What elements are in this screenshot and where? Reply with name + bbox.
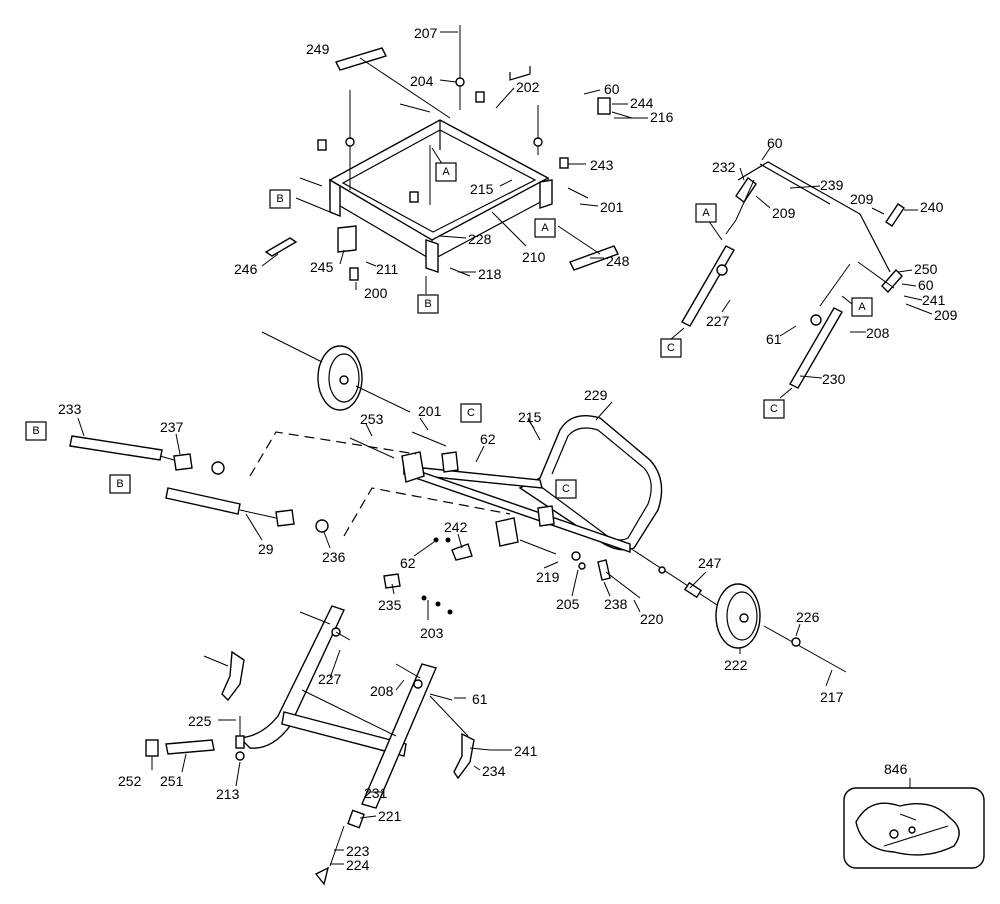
callout-c229: 229 <box>584 387 608 403</box>
callout-c201b: 201 <box>418 403 442 419</box>
callout-c222: 222 <box>724 657 748 673</box>
reference-box-bA1: A <box>435 162 457 182</box>
callout-c217: 217 <box>820 689 844 705</box>
callout-c225: 225 <box>188 713 212 729</box>
reference-box-bB1: B <box>269 189 291 209</box>
callout-c245: 245 <box>310 259 334 275</box>
callout-c219: 219 <box>536 569 560 585</box>
callout-c236: 236 <box>322 549 346 565</box>
callout-c220: 220 <box>640 611 664 627</box>
reference-box-label: B <box>276 193 283 205</box>
reference-box-label: A <box>858 301 866 313</box>
callout-c235: 235 <box>378 597 402 613</box>
callout-c241a: 241 <box>922 292 946 308</box>
reference-box-bC1: C <box>460 403 482 423</box>
callout-c60b: 60 <box>767 135 783 151</box>
reference-box-label: B <box>116 478 123 490</box>
callout-c211: 211 <box>376 261 399 277</box>
reference-box-bA3: A <box>695 203 717 223</box>
callout-c233: 233 <box>58 401 82 417</box>
callout-c203: 203 <box>420 625 444 641</box>
callout-c62a: 62 <box>480 431 496 447</box>
callout-c242: 242 <box>444 519 468 535</box>
reference-box-bA2: A <box>534 218 556 238</box>
callout-c244: 244 <box>630 95 654 111</box>
reference-box-label: C <box>562 483 570 495</box>
callout-c208a: 208 <box>866 325 890 341</box>
callout-c218: 218 <box>478 266 502 282</box>
reference-box-bB3: B <box>25 421 47 441</box>
callout-c232: 232 <box>712 159 736 175</box>
callout-c227b: 227 <box>318 671 342 687</box>
reference-box-bB4: B <box>109 474 131 494</box>
callout-c224: 224 <box>346 857 370 873</box>
callout-c227a: 227 <box>706 313 730 329</box>
callout-c61a: 61 <box>766 331 782 347</box>
callout-c251: 251 <box>160 773 184 789</box>
callout-c204: 204 <box>410 73 434 89</box>
callout-c231: 231 <box>364 785 388 801</box>
callout-c215b: 215 <box>518 409 542 425</box>
callout-c240: 240 <box>920 199 944 215</box>
callout-c241b: 241 <box>514 743 538 759</box>
callout-c846: 846 <box>884 761 908 777</box>
hardware-bag-846 <box>843 778 985 869</box>
callout-c29: 29 <box>258 541 274 557</box>
callout-c223: 223 <box>346 843 370 859</box>
callout-c221: 221 <box>378 808 402 824</box>
reference-box-label: A <box>702 207 710 219</box>
callout-c250: 250 <box>914 261 938 277</box>
callout-c246: 246 <box>234 261 258 277</box>
reference-box-bA4: A <box>851 297 873 317</box>
callout-c209b: 209 <box>850 191 874 207</box>
callout-c60a: 60 <box>604 81 620 97</box>
callout-c60c: 60 <box>918 277 934 293</box>
callout-c253: 253 <box>360 411 384 427</box>
callout-c213: 213 <box>216 786 240 802</box>
callout-c200: 200 <box>364 285 388 301</box>
callout-c215a: 215 <box>470 181 494 197</box>
callout-c249: 249 <box>306 41 330 57</box>
reference-box-label: C <box>467 407 475 419</box>
callout-c239: 239 <box>820 177 844 193</box>
callout-c247: 247 <box>698 555 722 571</box>
reference-box-bC2: C <box>555 479 577 499</box>
reference-boxes: A B A B A C A C B B C C <box>25 162 873 499</box>
callout-c201a: 201 <box>600 199 624 215</box>
callout-c243: 243 <box>590 157 614 173</box>
callout-c252: 252 <box>118 773 142 789</box>
reference-box-label: A <box>541 222 549 234</box>
callout-c61b: 61 <box>472 691 488 707</box>
callout-c209c: 209 <box>934 307 958 323</box>
callout-c238: 238 <box>604 596 628 612</box>
right-link-assembly <box>669 147 933 399</box>
reference-box-label: A <box>442 166 450 178</box>
reference-box-bC3: C <box>660 338 682 358</box>
callout-c202: 202 <box>516 79 540 95</box>
reference-box-bB2: B <box>417 294 439 314</box>
callout-c62b: 62 <box>400 555 416 571</box>
callout-c234: 234 <box>482 763 506 779</box>
reference-box-bC4: C <box>763 399 785 419</box>
reference-box-label: C <box>667 342 675 354</box>
callout-c205: 205 <box>556 596 580 612</box>
callout-c248: 248 <box>606 253 630 269</box>
callout-c210: 210 <box>522 249 546 265</box>
callout-c226: 226 <box>796 609 820 625</box>
callout-c237: 237 <box>160 419 184 435</box>
callout-c209a: 209 <box>772 205 796 221</box>
callout-c228: 228 <box>468 231 492 247</box>
reference-box-label: B <box>424 298 431 310</box>
callout-c216: 216 <box>650 109 674 125</box>
reference-box-label: C <box>770 403 778 415</box>
callout-c230: 230 <box>822 371 846 387</box>
lower-handle-assembly <box>145 605 512 886</box>
callout-c207: 207 <box>414 25 438 41</box>
callout-c208b: 208 <box>370 683 394 699</box>
reference-box-label: B <box>32 425 39 437</box>
cart-assembly <box>69 331 847 687</box>
